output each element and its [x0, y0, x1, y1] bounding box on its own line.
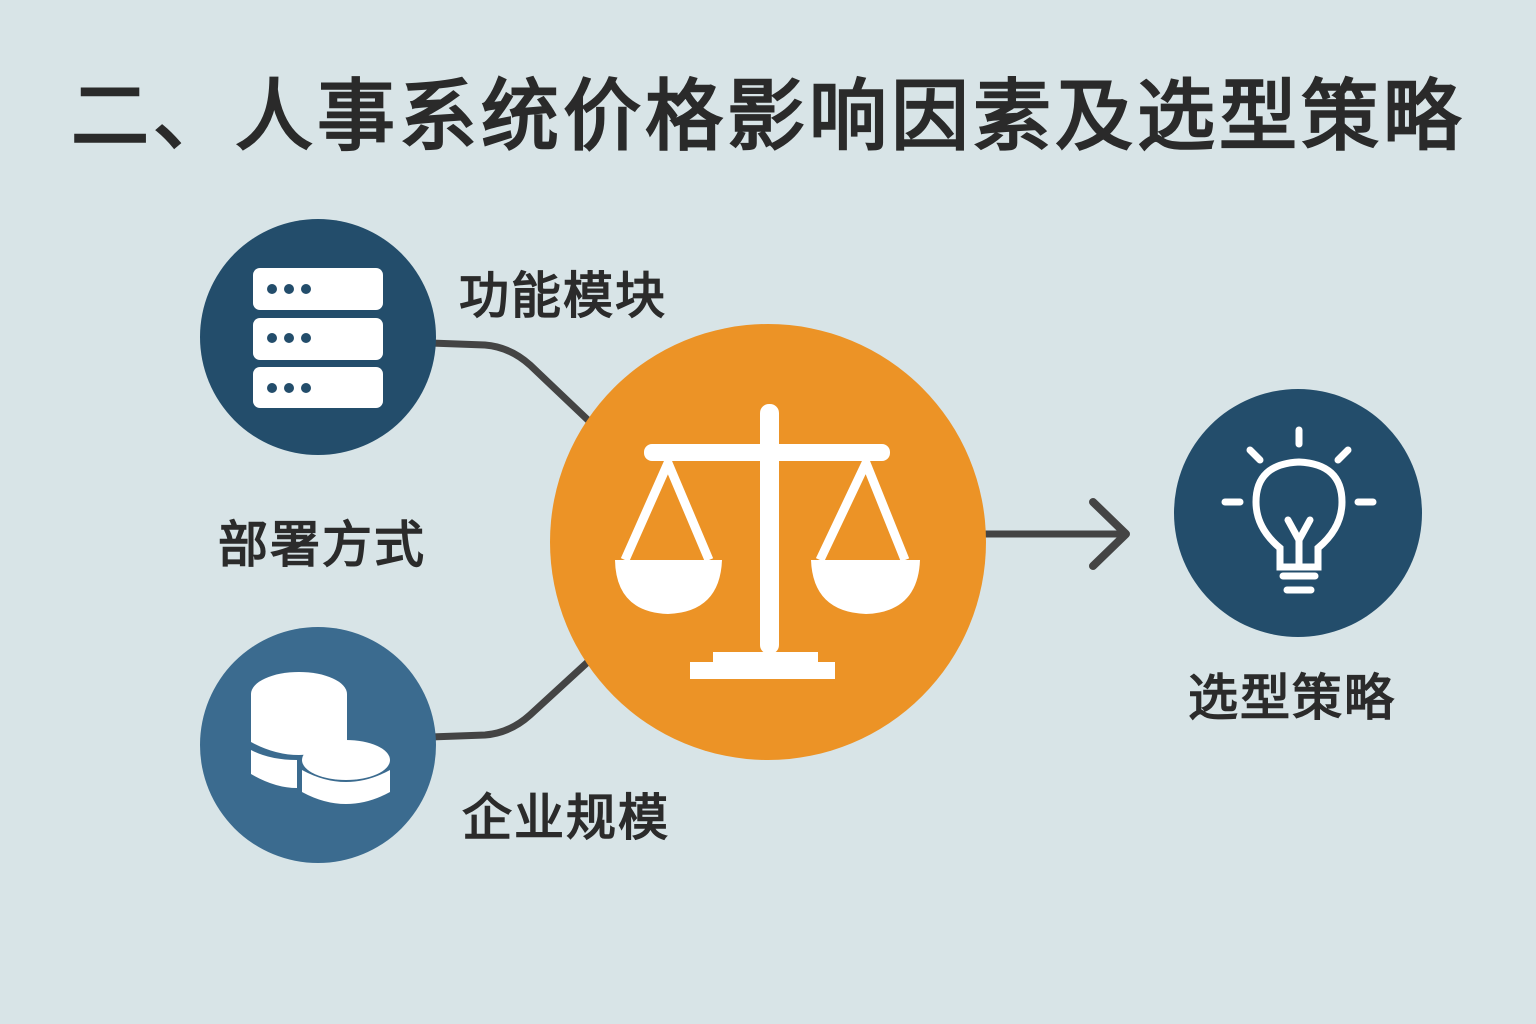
page-title: 二、人事系统价格影响因素及选型策略: [70, 72, 1465, 162]
coins-stack-icon: [251, 672, 390, 804]
company-size-node: [200, 627, 436, 863]
connector-function-modules: [426, 339, 594, 426]
factor-label-company-size: 企业规模: [462, 789, 670, 847]
selection-strategy-node: [1174, 389, 1422, 637]
arrow-right-icon: [981, 498, 1130, 570]
connector-company-size: [426, 656, 594, 741]
result-label-selection-strategy: 选型策略: [1188, 669, 1396, 727]
price-factors-hub: [550, 324, 986, 760]
function-modules-node: [200, 219, 436, 455]
factor-label-function-modules: 功能模块: [459, 267, 667, 325]
factor-label-deployment-method: 部署方式: [218, 516, 426, 574]
server-stack-icon: [253, 268, 383, 408]
balance-scale-icon: [615, 404, 920, 679]
lightbulb-icon: [1221, 426, 1377, 594]
